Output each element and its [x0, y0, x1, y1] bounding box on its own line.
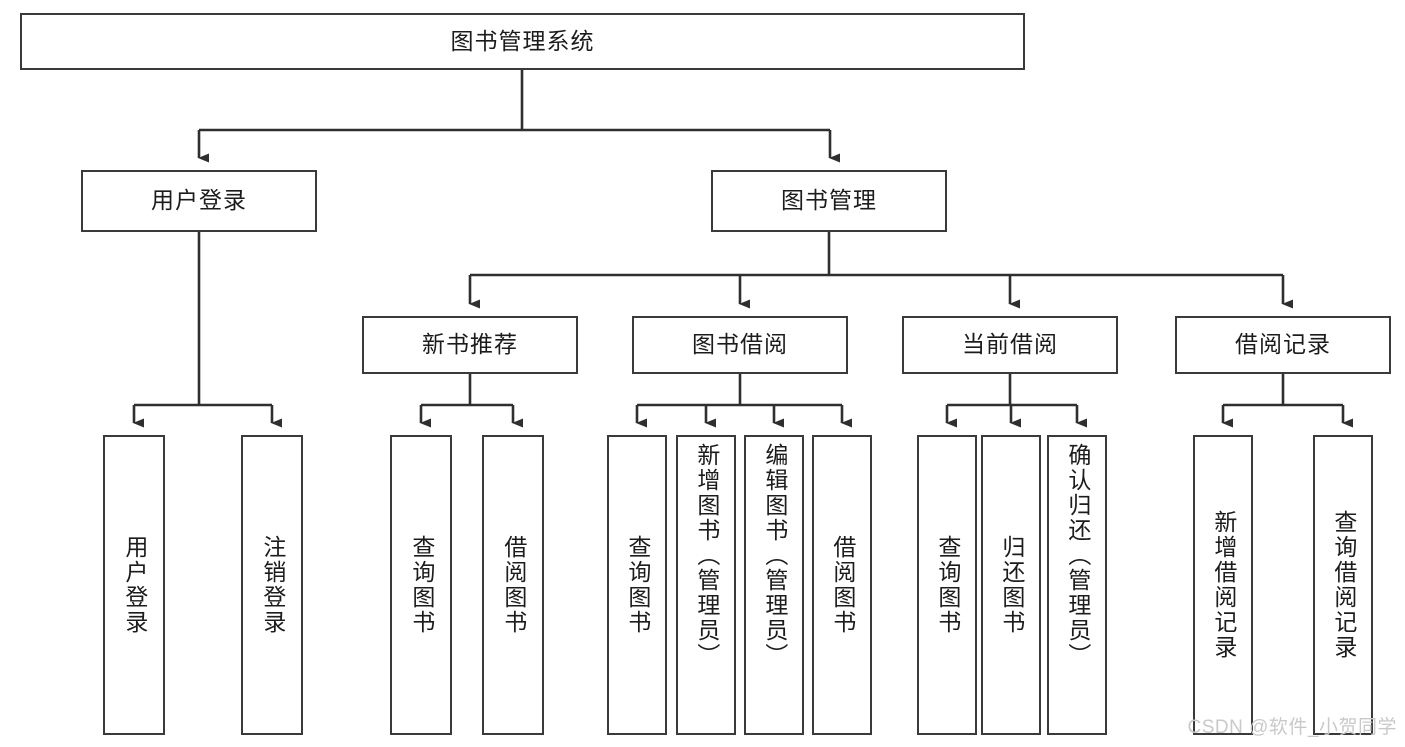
- leaf-user-login-logout[interactable]: 注销登录: [241, 435, 303, 735]
- node-new-book-recommend-label: 新书推荐: [422, 331, 518, 358]
- node-user-login[interactable]: 用户登录: [81, 170, 317, 232]
- node-new-book-recommend[interactable]: 新书推荐: [362, 316, 578, 374]
- leaf-label: 新增图书（管理员）: [693, 443, 720, 668]
- leaf-book-borrow-borrow[interactable]: 借阅图书: [812, 435, 872, 735]
- leaf-label: 确认归还（管理员）: [1064, 443, 1091, 668]
- watermark: CSDN @软件_小贺同学: [1187, 717, 1397, 738]
- leaf-book-borrow-edit[interactable]: 编辑图书（管理员）: [744, 435, 804, 735]
- node-book-borrow[interactable]: 图书借阅: [632, 316, 848, 374]
- leaf-label: 查询图书: [624, 535, 651, 635]
- leaf-new-book-borrow[interactable]: 借阅图书: [482, 435, 544, 735]
- node-book-borrow-label: 图书借阅: [692, 331, 788, 358]
- leaf-label: 用户登录: [121, 535, 148, 635]
- leaf-book-borrow-query[interactable]: 查询图书: [607, 435, 667, 735]
- leaf-label: 编辑图书（管理员）: [761, 443, 788, 668]
- leaf-label: 新增借阅记录: [1210, 510, 1237, 660]
- node-book-management-label: 图书管理: [781, 187, 877, 214]
- node-root[interactable]: 图书管理系统: [20, 13, 1025, 70]
- node-book-management[interactable]: 图书管理: [711, 170, 947, 232]
- leaf-current-borrow-return[interactable]: 归还图书: [981, 435, 1041, 735]
- leaf-book-borrow-add[interactable]: 新增图书（管理员）: [676, 435, 736, 735]
- node-borrow-record[interactable]: 借阅记录: [1175, 316, 1391, 374]
- node-user-login-label: 用户登录: [151, 187, 247, 214]
- leaf-label: 查询图书: [408, 535, 435, 635]
- leaf-label: 借阅图书: [500, 535, 527, 635]
- node-current-borrow[interactable]: 当前借阅: [902, 316, 1118, 374]
- leaf-current-borrow-confirm-return[interactable]: 确认归还（管理员）: [1047, 435, 1107, 735]
- leaf-borrow-record-query[interactable]: 查询借阅记录: [1313, 435, 1373, 735]
- leaf-label: 归还图书: [998, 535, 1025, 635]
- leaf-label: 查询图书: [934, 535, 961, 635]
- leaf-borrow-record-add[interactable]: 新增借阅记录: [1193, 435, 1253, 735]
- node-current-borrow-label: 当前借阅: [962, 331, 1058, 358]
- leaf-current-borrow-query[interactable]: 查询图书: [917, 435, 977, 735]
- leaf-label: 借阅图书: [829, 535, 856, 635]
- leaf-user-login-login[interactable]: 用户登录: [103, 435, 165, 735]
- leaf-label: 注销登录: [259, 535, 286, 635]
- node-root-label: 图书管理系统: [450, 27, 595, 54]
- leaf-label: 查询借阅记录: [1330, 510, 1357, 660]
- node-borrow-record-label: 借阅记录: [1235, 331, 1331, 358]
- leaf-new-book-query[interactable]: 查询图书: [390, 435, 452, 735]
